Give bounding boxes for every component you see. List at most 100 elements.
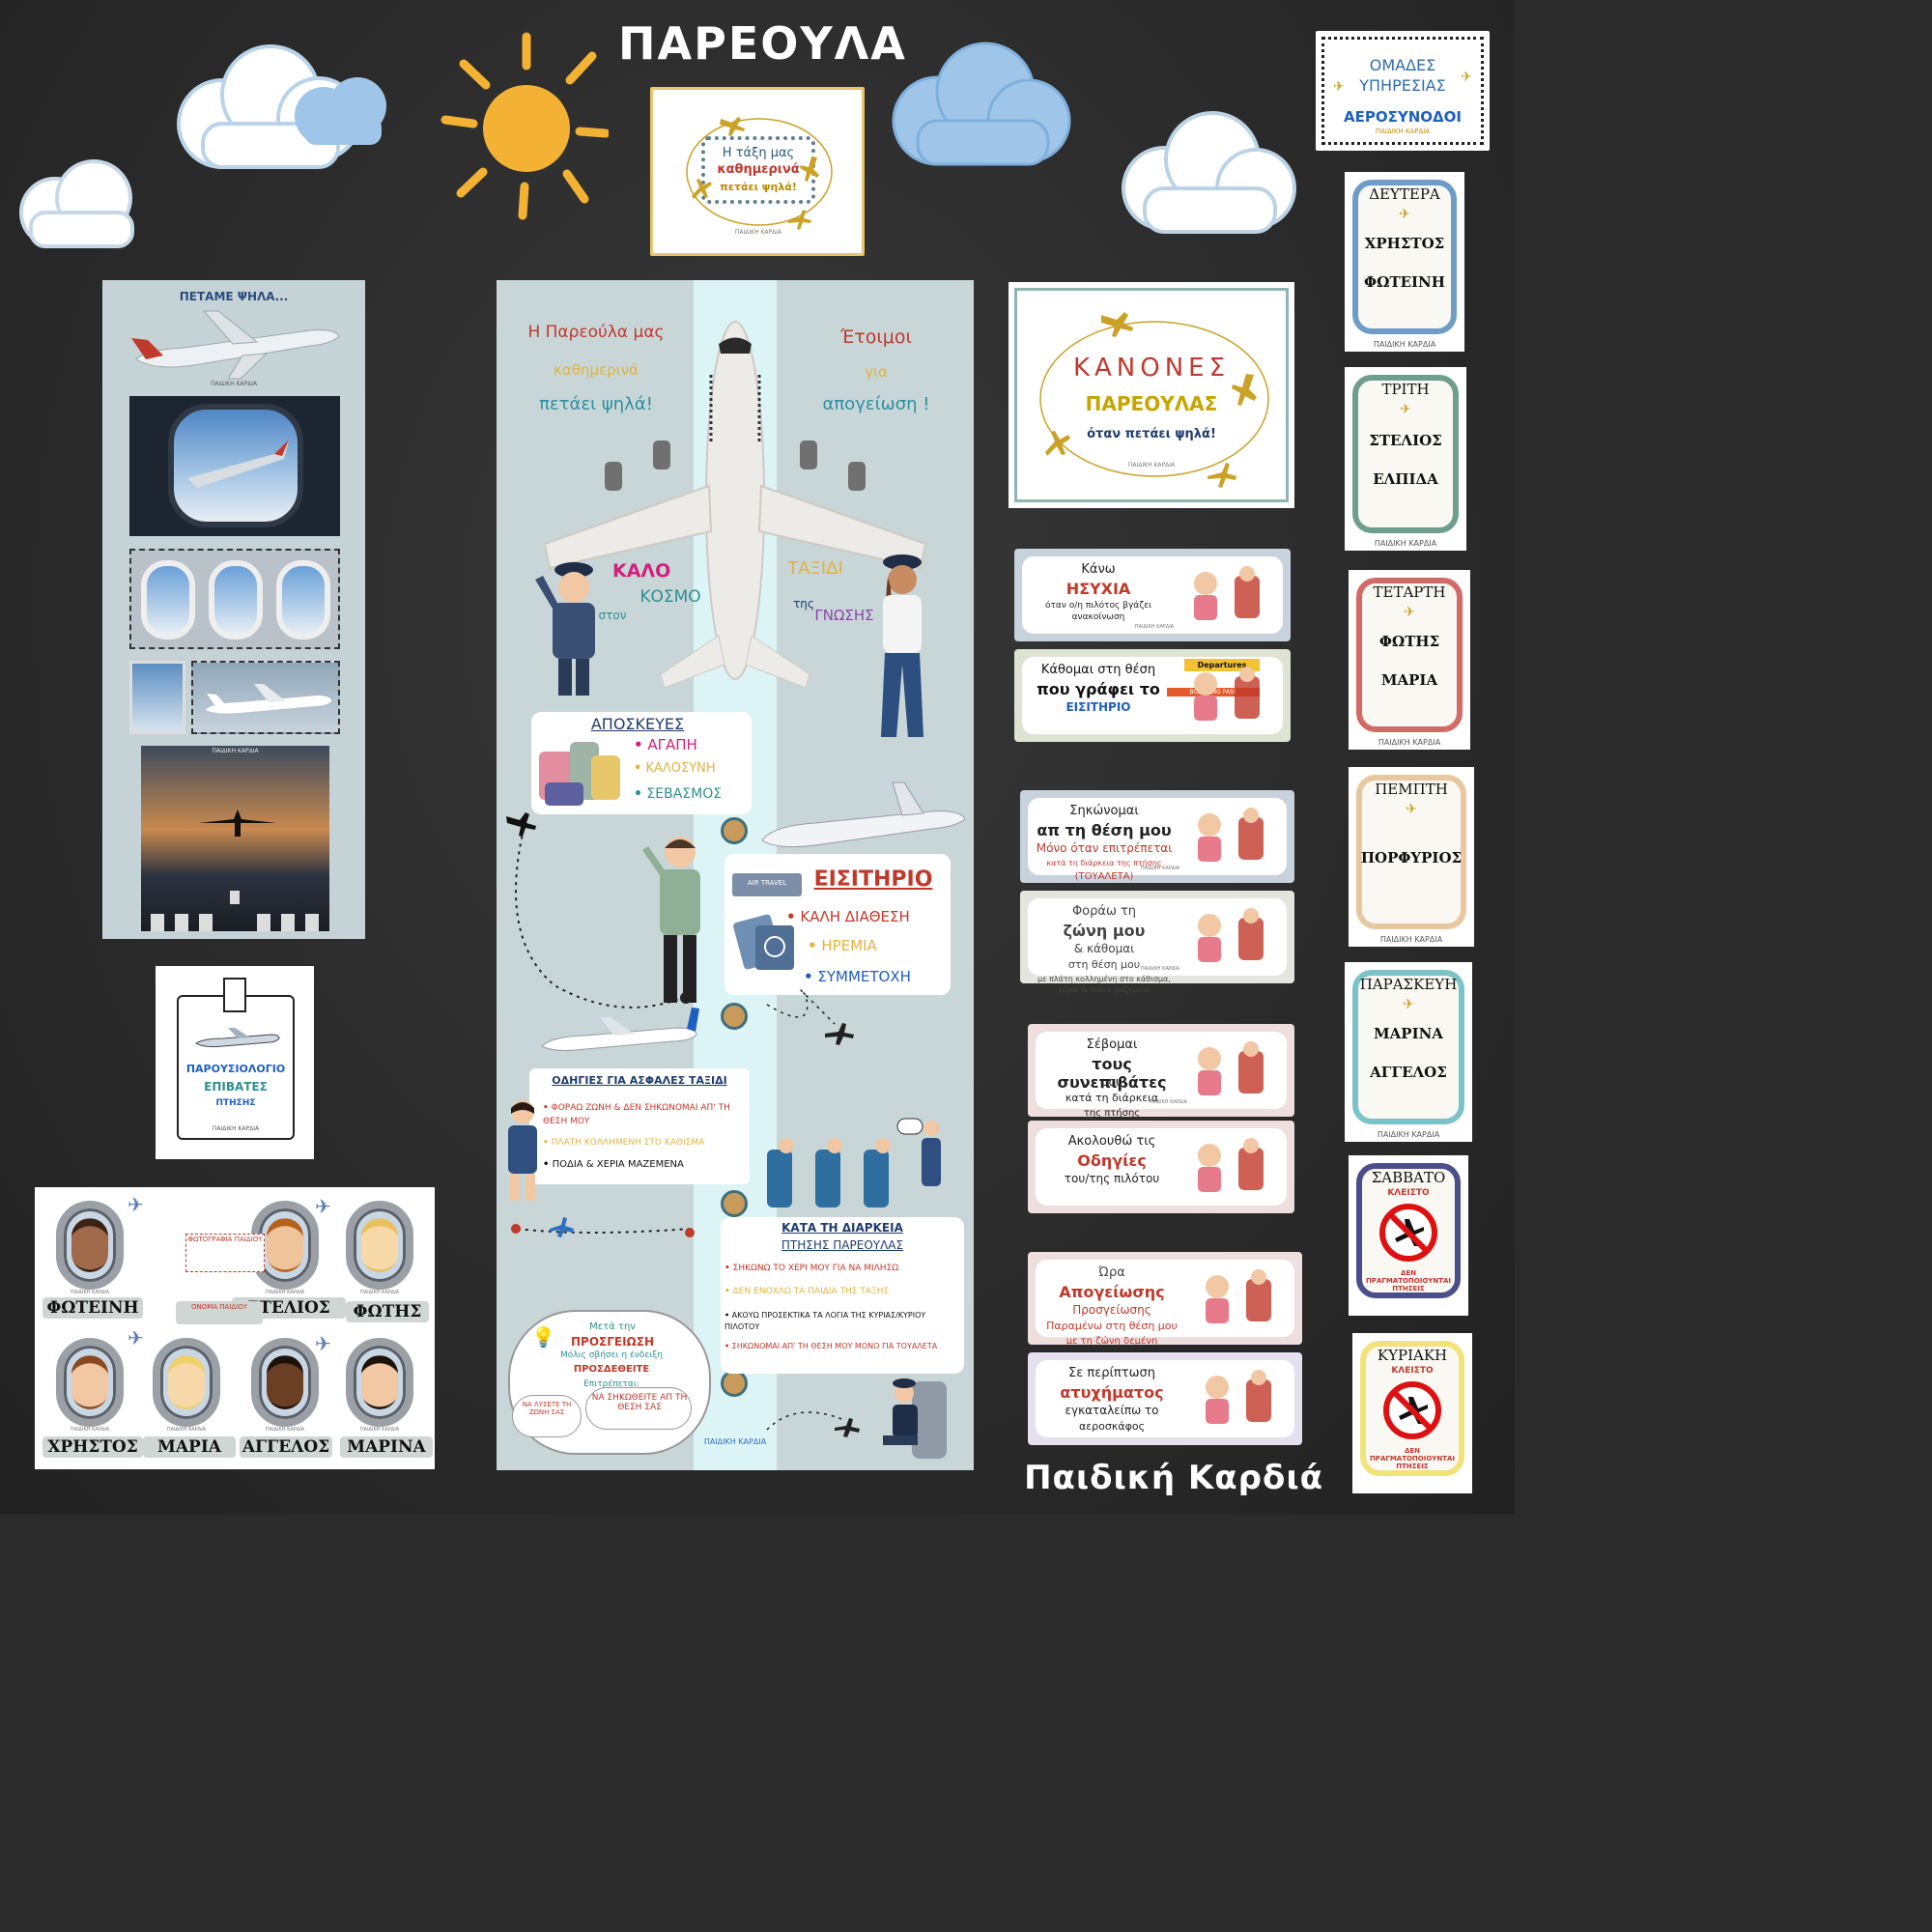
runway-photo-footer: ΠΑΙΔΙΚΗ ΚΑΡΔΙΑ: [212, 748, 259, 754]
passenger-window: [346, 1201, 413, 1290]
passport-ticket-icon: [733, 914, 794, 970]
hand-window-photo: [129, 661, 185, 734]
rules-title-3: όταν πετάει ψηλά!: [1087, 427, 1216, 441]
day-member-name: ΜΑΡΙΑ: [1380, 671, 1438, 689]
ticket-item-3: • ΣΥΜΜΕΤΟΧΗ: [804, 968, 911, 985]
plane-icon: ✈: [1404, 605, 1415, 620]
day-name: ΠΕΜΠΤΗ: [1375, 781, 1448, 798]
plane-icon: ✈: [128, 1326, 144, 1350]
departures-tag: Departures: [1184, 659, 1260, 671]
rule-text-a: Κάθομαι στη θέση: [1040, 663, 1156, 677]
child-avatar: [267, 1355, 303, 1409]
attendance-line-2: ΕΠΙΒΑΤΕΣ: [204, 1080, 268, 1094]
plane-icon: ✈: [128, 1193, 144, 1216]
ticket-item-1: • ΚΑΛΗ ΔΙΑΘΕΣΗ: [786, 908, 910, 925]
day-name: ΠΑΡΑΣΚΕΥΗ: [1359, 976, 1458, 993]
air-travel-badge: [732, 873, 802, 896]
rules-poster: ΚΑΝΟΝΕΣ ΠΑΡΕΟΥΛΑΣ όταν πετάει ψηλά! ΠΑΙΔ…: [1009, 282, 1294, 508]
chalkboard-background: ΠΑΡΕΟΥΛΑ Η τάξη μας καθημερινά πετάει ψη…: [0, 0, 1515, 1515]
passenger-window: [251, 1338, 319, 1427]
rule-text-c: μου: [1101, 1075, 1122, 1089]
porthole: [276, 560, 330, 639]
day-name: ΤΡΙΤΗ: [1381, 381, 1430, 398]
plane-icon: [195, 1028, 280, 1048]
passenger-window-caption: ΠΑΙΔΙΚΗ ΚΑΡΔΙΑ: [166, 1427, 207, 1433]
passenger-window-caption: ΠΑΙΔΙΚΗ ΚΑΡΔΙΑ: [70, 1290, 110, 1295]
no-flights-note: ΔΕΝ ΠΡΑΓΜΑΤΟΠΟΙΟΥΝΤΑΙ ΠΤΗΣΕΙΣ: [1369, 1447, 1456, 1470]
passenger-name: ΧΡΗΣΤΟΣ: [43, 1436, 143, 1458]
day-member-name: ΠΟΡΦΥΡΙΟΣ: [1360, 849, 1463, 867]
day-member-name: ΦΩΤΗΣ: [1378, 633, 1440, 650]
rule-text-c: του/της πιλότου: [1064, 1172, 1160, 1185]
suitcases-illustration: [539, 742, 620, 806]
rule-text-c: Προσγείωσης: [1072, 1303, 1151, 1317]
rule-text-a: Κάνω: [1081, 562, 1116, 577]
child-avatar: [267, 1218, 303, 1272]
passenger-window-caption: ΠΑΙΔΙΚΗ ΚΑΡΔΙΑ: [359, 1427, 400, 1433]
motto-footer: ΠΑΙΔΙΚΗ ΚΑΡΔΙΑ: [734, 229, 782, 236]
left-photo-panel: ΠΕΤΑΜΕ ΨΗΛΑ... ΠΑΙΔΙΚΗ ΚΑΡΔΙΑ ΠΑΙΔΙΚΗ ΚΑ…: [102, 280, 365, 939]
day-name: ΣΑΒΒΑΤΟ: [1371, 1169, 1446, 1186]
rule-text-d: στη θέση μου: [1067, 958, 1141, 971]
rules-title-2: ΠΑΡΕΟΥΛΑΣ: [1085, 392, 1218, 415]
signature: Παιδική Καρδιά: [1024, 1459, 1323, 1497]
runway-marker: [721, 1003, 748, 1030]
day-card-footer: ΠΑΙΔΙΚΗ ΚΑΡΔΙΑ: [1373, 340, 1436, 349]
flight-path-decoration: [506, 812, 854, 1045]
rule-text-e: της πτήσης: [1083, 1108, 1141, 1119]
center-footer: ΠΑΙΔΙΚΗ ΚΑΡΔΙΑ: [703, 1437, 767, 1446]
luggage-title: ΑΠΟΣΚΕΥΕΣ: [590, 715, 685, 733]
header-right-1: Έτοιμοι: [840, 327, 912, 348]
wish-word-1: ΚΑΛΟ: [612, 560, 671, 582]
rule-text-b: Οδηγίες: [1077, 1151, 1147, 1170]
rule-text-b: ΗΣΥΧΙΑ: [1065, 580, 1131, 598]
sun-illustration: [440, 32, 609, 220]
rule-text-d: κατά τη διάρκεια της πτήσης: [1046, 859, 1162, 867]
landing-line-1: Μετά την: [589, 1321, 636, 1332]
runway-markings: [151, 891, 319, 931]
groups-line-3: ΑΕΡΟΣΥΝΟΔΟΙ: [1344, 108, 1462, 126]
luggage-item-3: • ΣΕΒΑΣΜΟΣ: [634, 786, 723, 802]
no-flights-icon: [1383, 1381, 1441, 1439]
during-title-1: ΚΑΤΑ ΤΗ ΔΙΑΡΚΕΙΑ: [781, 1221, 903, 1235]
rule-illustration: [1188, 1366, 1285, 1430]
name-label: ΟΝΟΜΑ ΠΑΙΔΙΟΥ: [190, 1303, 248, 1311]
cloud-illustration: [1122, 111, 1296, 234]
day-member-name: ΣΤΕΛΙΟΣ: [1369, 432, 1442, 449]
during-flight-card: [721, 1217, 964, 1374]
cloud-illustration: [19, 159, 134, 248]
groups-line-1: ΟΜΑΔΕΣ: [1369, 56, 1436, 74]
day-name: ΚΥΡΙΑΚΗ: [1377, 1347, 1448, 1364]
wish-word-4: ΤΑΞΙΔΙ: [787, 558, 843, 579]
rule-illustration: [1177, 663, 1273, 726]
landing-line-3: Μόλις σβήσει η ένδειξη: [559, 1350, 663, 1360]
groups-line-2: ΥΠΗΡΕΣΙΑΣ: [1359, 76, 1446, 95]
no-flights-note: ΔΕΝ ΠΡΑΓΜΑΤΟΠΟΙΟΥΝΤΑΙ ΠΤΗΣΕΙΣ: [1365, 1269, 1452, 1293]
plane-icon: ✈: [315, 1332, 331, 1355]
dotted-frame: [1321, 37, 1484, 145]
day-card-frame: [1352, 970, 1464, 1124]
during-item-1: • ΣΗΚΩΝΩ ΤΟ ΧΕΡΙ ΜΟΥ ΓΙΑ ΝΑ ΜΙΛΗΣΩ: [724, 1264, 899, 1273]
rule-text-c: ΕΙΣΙΤΗΡΙΟ: [1065, 700, 1131, 714]
child-avatar: [361, 1218, 398, 1272]
plane-icon: ✈: [315, 1195, 331, 1218]
rule-illustration: [1180, 904, 1277, 968]
rule-text-c: εγκαταλείπω το: [1065, 1404, 1159, 1417]
flight-path-decoration: [766, 1411, 860, 1437]
attendance-poster: ΠΑΡΟΥΣΙΟΛΟΓΙΟ ΕΠΙΒΑΤΕΣ ΠΤΗΣΗΣ ΠΑΙΔΙΚΗ ΚΑ…: [156, 966, 314, 1159]
passenger-window-caption: ΠΑΙΔΙΚΗ ΚΑΡΔΙΑ: [70, 1427, 110, 1433]
seated-pilot-illustration: [883, 1378, 947, 1459]
cabin-passengers-illustration: [767, 1118, 941, 1208]
no-flights-icon: [1379, 1204, 1437, 1262]
day-card-footer: ΠΑΙΔΙΚΗ ΚΑΡΔΙΑ: [1379, 935, 1443, 944]
rule-card-footer: ΠΑΙΔΙΚΗ ΚΑΡΔΙΑ: [1140, 966, 1180, 972]
child-avatar: [71, 1355, 108, 1409]
page-title: ΠΑΡΕΟΥΛΑ: [618, 17, 907, 70]
passenger-name: ΑΓΓΕΛΟΣ: [240, 1436, 332, 1458]
rule-text-b: απ τη θέση μου: [1037, 821, 1172, 839]
